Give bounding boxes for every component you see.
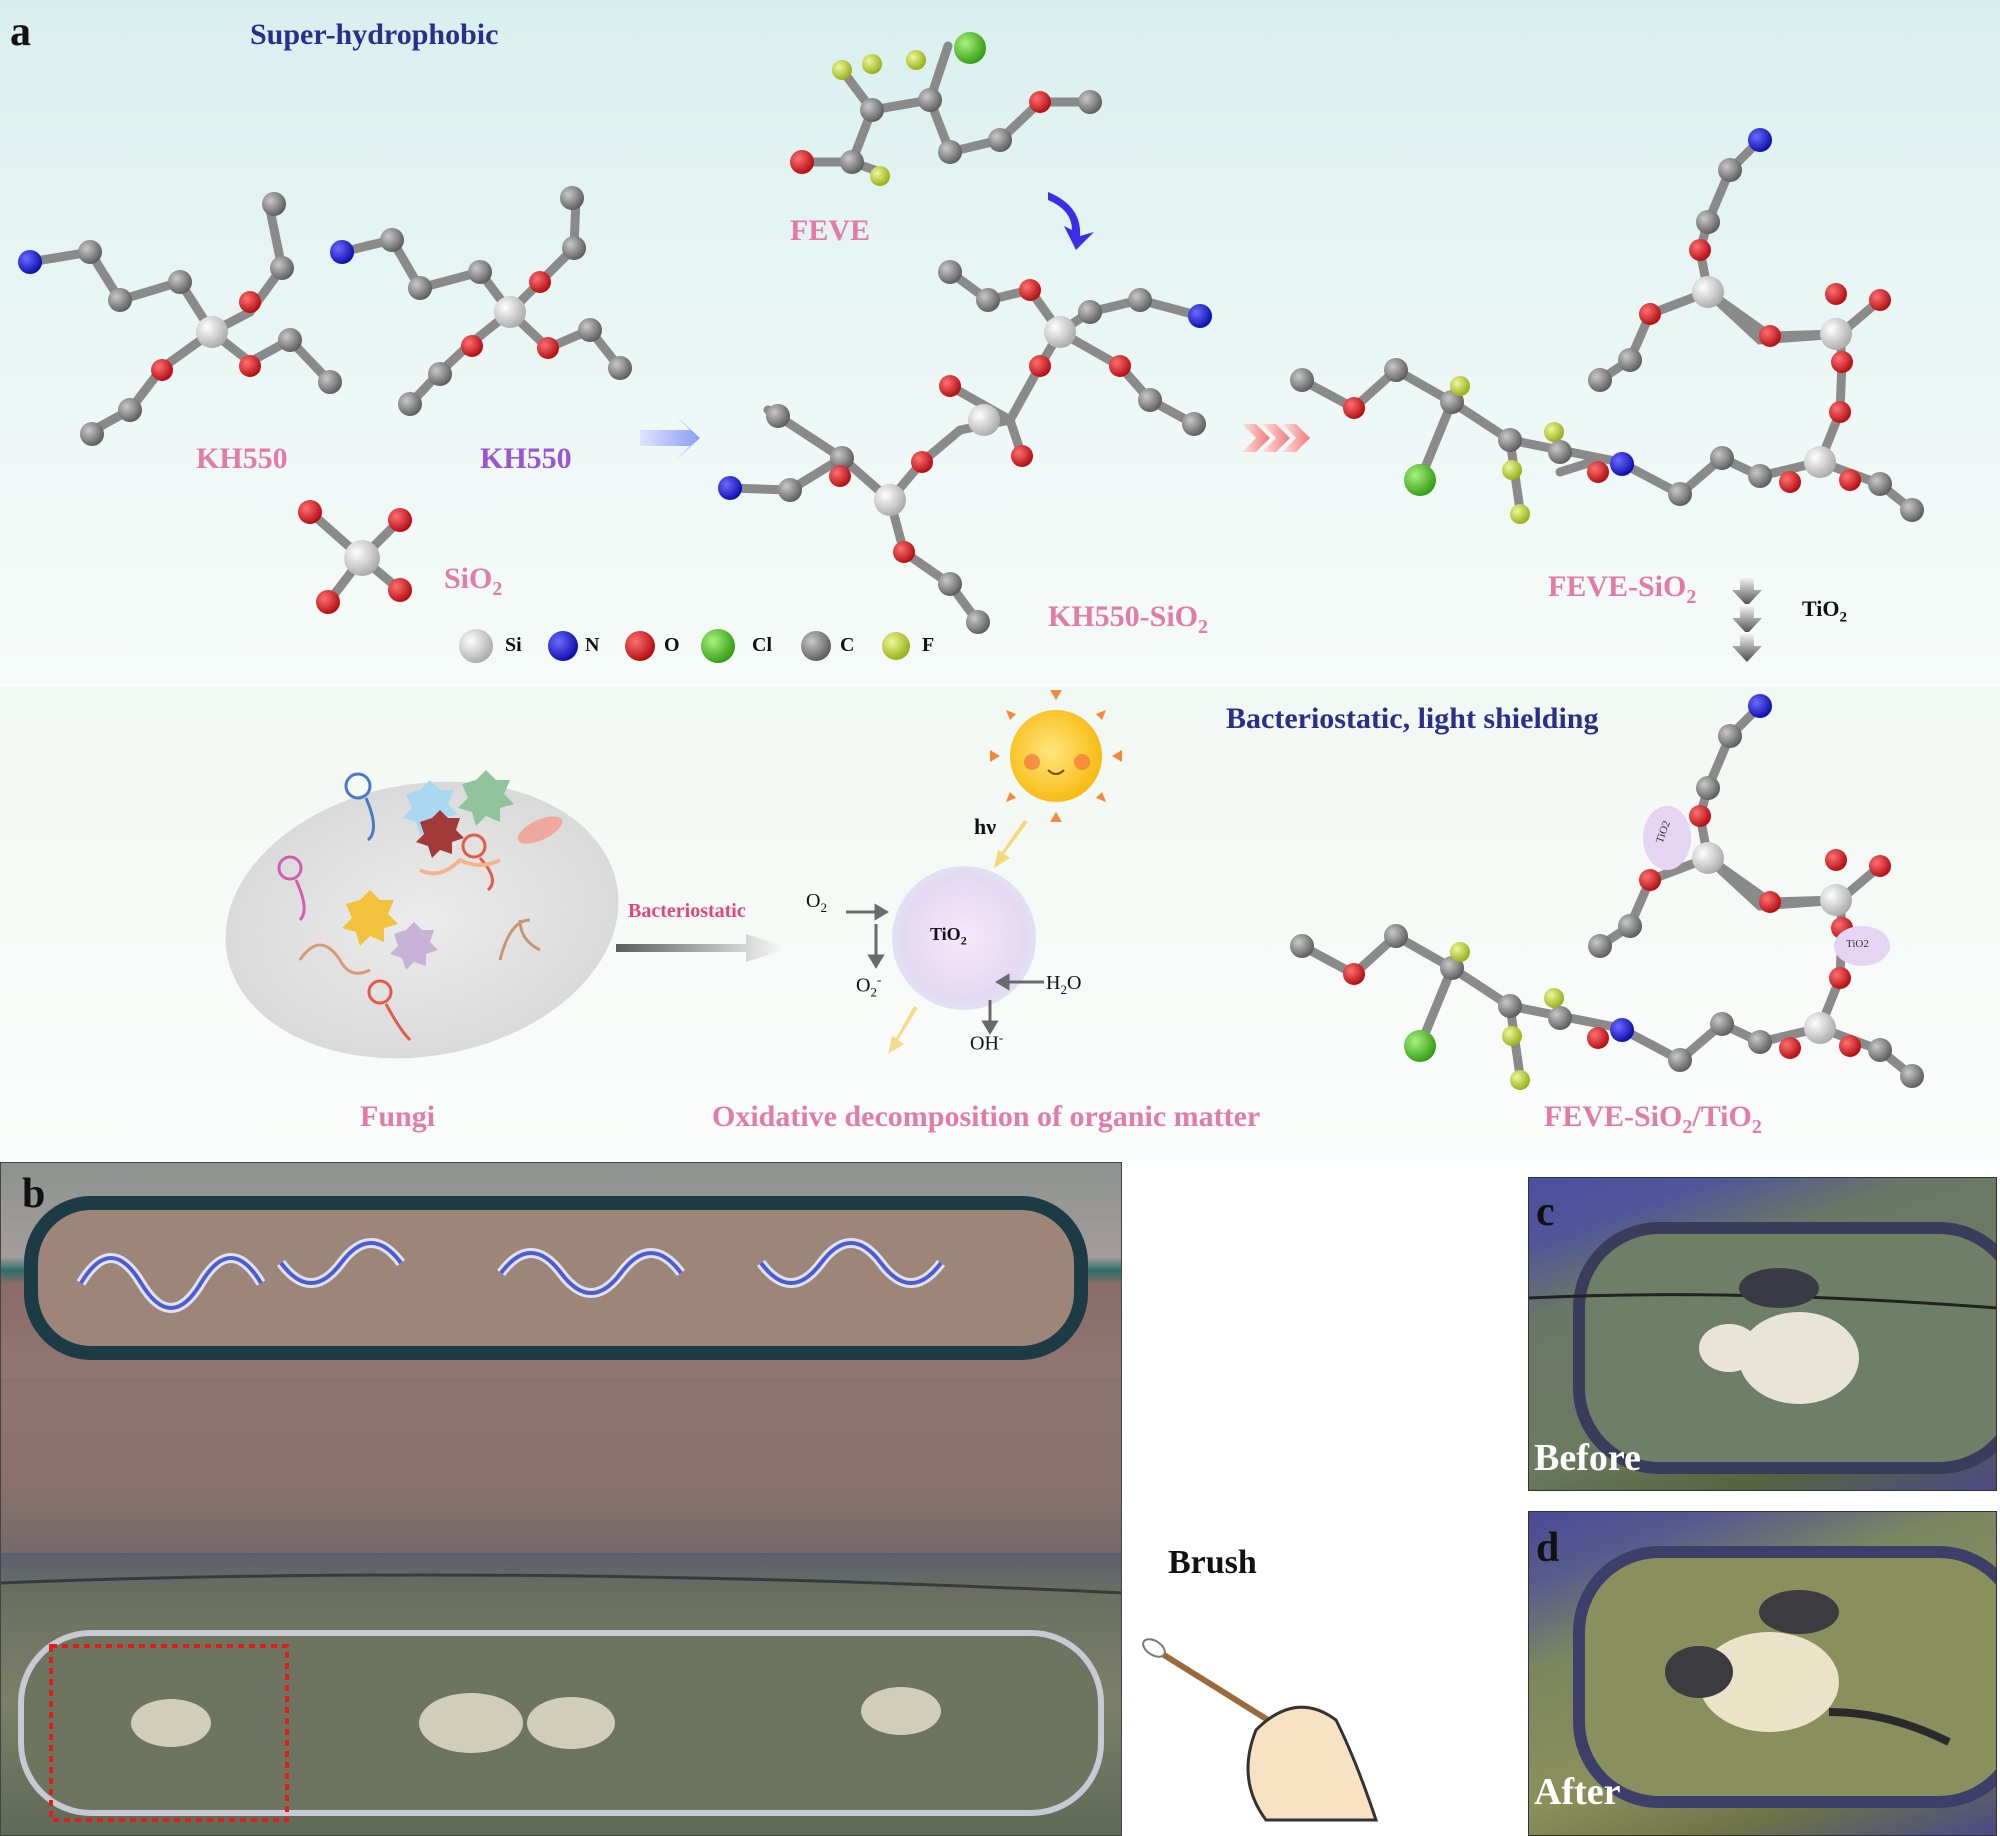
tio2-badge-1 (1643, 806, 1691, 870)
label-before: Before (1534, 1437, 1641, 1479)
title-bacteriostatic-light-shielding: Bacteriostatic, light shielding (1226, 702, 1599, 735)
section-divider (0, 684, 2000, 686)
label-oxidative-decomposition: Oxidative decomposition of organic matte… (712, 1100, 1261, 1133)
label-after: After (1534, 1771, 1621, 1813)
panel-letter-d: d (1536, 1525, 1560, 1571)
fungi-illustrations (277, 770, 563, 1042)
after-painting (1573, 1546, 1996, 1808)
label-o2: O2 (806, 890, 827, 915)
legend-si: Si (505, 634, 522, 656)
beam-painting (1, 1196, 1121, 1822)
arrow-to-feve-sio2 (1242, 424, 1310, 452)
atoms (18, 32, 1924, 1090)
label-feve-sio2-tio2: FEVE-SiO2/TiO2 (1544, 1100, 1762, 1138)
label-bacteriostatic: Bacteriostatic (628, 900, 746, 922)
arrow-kh550-to-kh550-sio2 (640, 416, 700, 460)
arrow-bacteriostatic (616, 934, 790, 962)
tio2-badge-2-label: TiO2 (1846, 938, 1869, 950)
legend-n: N (585, 634, 600, 656)
label-kh550-sio2: KH550-SiO2 (1048, 600, 1209, 638)
label-kh550-2: KH550 (480, 442, 572, 475)
label-o2-radical: O2- (856, 972, 882, 1000)
legend-o: O (664, 634, 680, 656)
photo-after (1528, 1511, 1997, 1836)
panel-letter-b: b (22, 1171, 46, 1217)
hand-brush-icon (1142, 1638, 1379, 1822)
photocatalysis-arrows (846, 903, 1044, 1035)
panel-letter-a: a (10, 9, 31, 55)
photo-before (1528, 1177, 1997, 1491)
arrow-hv (994, 820, 1028, 868)
label-hv: hν (974, 814, 997, 839)
legend-c: C (840, 634, 855, 656)
label-h2o: H2O (1046, 972, 1082, 997)
label-tio2-arrow: TiO2 (1802, 596, 1848, 626)
label-sio2: SiO2 (444, 562, 503, 600)
legend-balls (459, 629, 910, 663)
legend-cl: Cl (752, 634, 772, 656)
panel-a-upper-background (0, 0, 2000, 685)
tio2-badge-2 (1834, 926, 1890, 966)
label-brush: Brush (1168, 1544, 1257, 1581)
reaction-scheme (18, 32, 1924, 1090)
label-feve: FEVE (790, 214, 871, 247)
title-super-hydrophobic: Super-hydrophobic (250, 18, 499, 51)
arrow-feve-curved (1048, 192, 1094, 250)
label-fungi: Fungi (360, 1100, 436, 1133)
arrow-tio2-down (1732, 576, 1762, 662)
before-painting (1529, 1222, 1996, 1474)
panel-letter-c: c (1536, 1189, 1555, 1235)
photo-painted-beam (0, 1162, 1122, 1836)
label-kh550-1: KH550 (196, 442, 288, 475)
fungi-ellipse (225, 781, 619, 1059)
sun-icon (990, 690, 1122, 822)
tio2-sphere (892, 866, 1036, 1010)
label-oh: OH- (970, 1030, 1004, 1055)
legend-f: F (922, 634, 935, 656)
label-tio2-center: TiO2 (930, 924, 967, 948)
highlight-box (49, 1644, 289, 1822)
label-feve-sio2: FEVE-SiO2 (1548, 570, 1697, 608)
arrow-radiation-out (888, 1006, 918, 1054)
